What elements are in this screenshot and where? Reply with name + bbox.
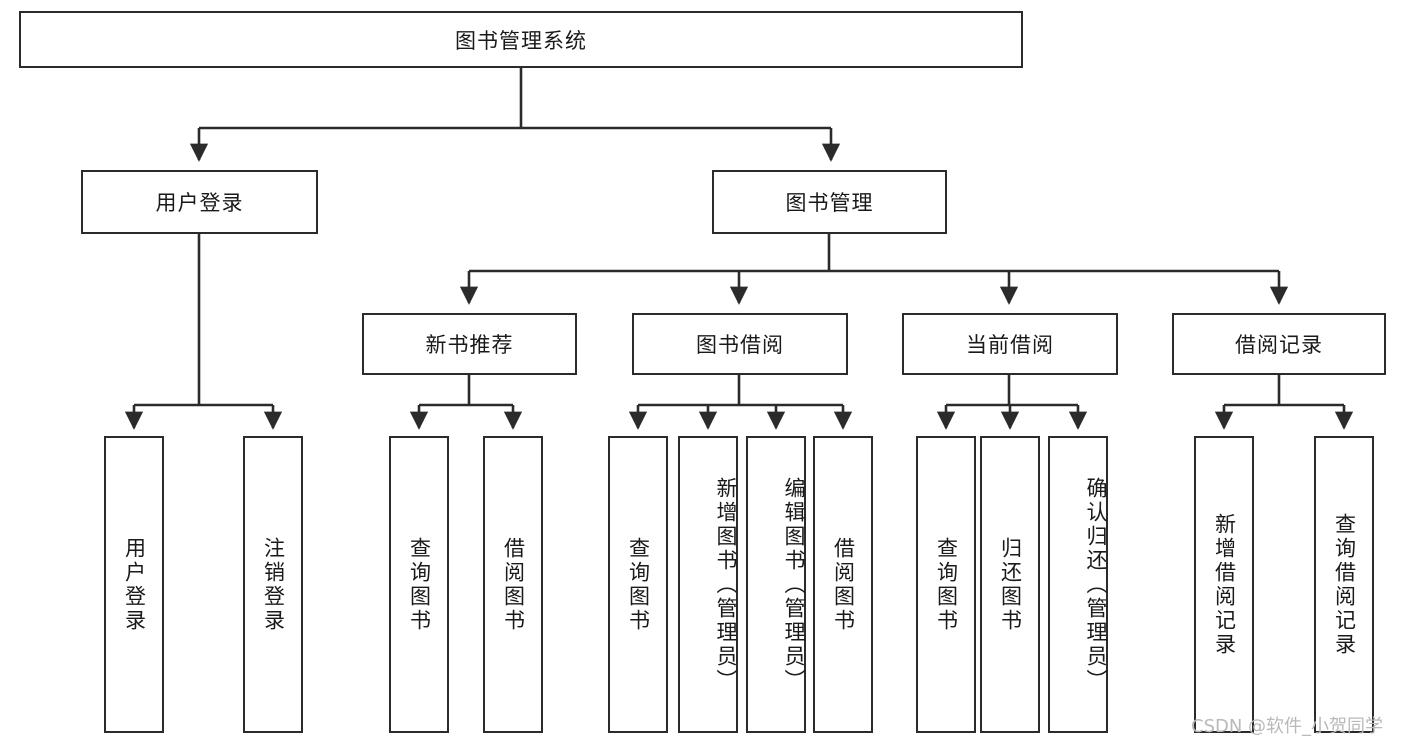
- node-new-book-recommend[interactable]: 新书推荐: [362, 313, 577, 375]
- leaf-borrow-book[interactable]: 借阅图书: [813, 436, 873, 733]
- leaf-query-borrow-record[interactable]: 查询借阅记录: [1314, 436, 1374, 733]
- leaf-user-login[interactable]: 用户登录: [104, 436, 164, 733]
- leaf-add-book-admin[interactable]: 新增图书（管理员）: [678, 436, 738, 733]
- leaf-add-borrow-record[interactable]: 新增借阅记录: [1194, 436, 1254, 733]
- leaf-logout[interactable]: 注销登录: [243, 436, 303, 733]
- leaf-return-book[interactable]: 归还图书: [980, 436, 1040, 733]
- leaf-query-book-newbook[interactable]: 查询图书: [389, 436, 449, 733]
- node-root[interactable]: 图书管理系统: [19, 11, 1023, 68]
- node-book-management[interactable]: 图书管理: [712, 170, 947, 234]
- watermark: CSDN @软件_小贺同学: [1191, 716, 1384, 737]
- leaf-edit-book-admin[interactable]: 编辑图书（管理员）: [746, 436, 806, 733]
- node-book-borrow[interactable]: 图书借阅: [632, 313, 848, 375]
- node-borrow-records[interactable]: 借阅记录: [1172, 313, 1386, 375]
- node-user-login[interactable]: 用户登录: [81, 170, 318, 234]
- leaf-borrow-book-newbook[interactable]: 借阅图书: [483, 436, 543, 733]
- leaf-confirm-return-admin[interactable]: 确认归还（管理员）: [1048, 436, 1108, 733]
- node-current-borrow[interactable]: 当前借阅: [902, 313, 1118, 375]
- leaf-query-book-borrow[interactable]: 查询图书: [608, 436, 668, 733]
- leaf-query-book-current[interactable]: 查询图书: [916, 436, 976, 733]
